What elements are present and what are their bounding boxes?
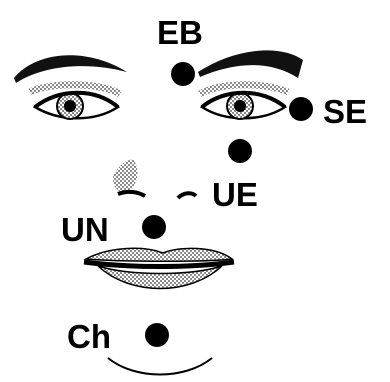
un-point-label: UN [61,211,109,248]
ch-point-label: Ch [67,318,111,355]
right-eyebrow [198,50,303,78]
se-point-marker [289,97,313,121]
ue-point-marker [228,139,252,163]
left-eyebrow [14,55,127,83]
left-eye [30,85,120,119]
chin-line [108,358,212,375]
ch-point-marker [145,323,169,347]
eb-point-marker [171,62,195,86]
mouth [84,248,234,288]
nose [113,160,196,198]
ue-point-label: UE [212,176,258,213]
eb-point-label: EB [157,14,203,51]
right-eye [200,85,288,119]
un-point-marker [142,215,166,239]
se-point-label: SE [323,93,367,130]
